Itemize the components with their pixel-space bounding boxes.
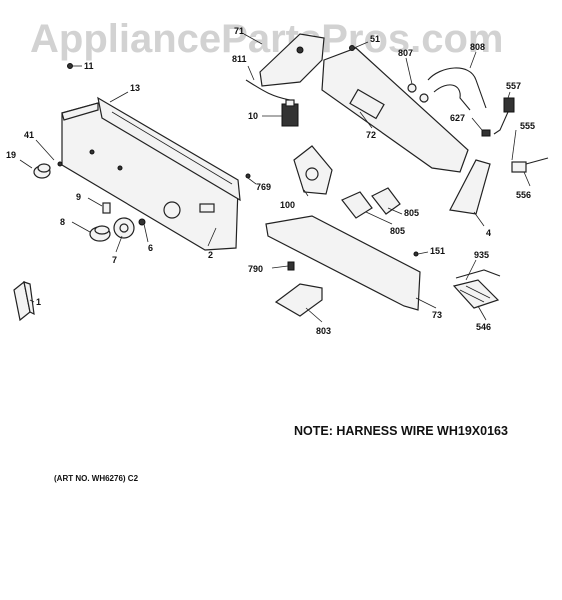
- callout-769: 769: [256, 182, 271, 192]
- part-807-808-hoses: [407, 67, 487, 111]
- callout-4: 4: [486, 228, 491, 238]
- callout-6: 6: [148, 243, 153, 253]
- part-811-hose: [245, 79, 291, 101]
- callout-2: 2: [208, 250, 213, 260]
- part-9-switch: [102, 202, 111, 214]
- callout-19: 19: [6, 150, 16, 160]
- watermark: AppliancePartsPros.com: [30, 17, 504, 61]
- callout-71: 71: [234, 26, 244, 36]
- part-627-clip: [481, 129, 491, 137]
- callout-8: 8: [60, 217, 65, 227]
- part-803-motor: [274, 283, 323, 317]
- callout-805-lower: 805: [390, 226, 405, 236]
- part-19-knob: [33, 163, 51, 179]
- part-71-bracket: [259, 33, 325, 87]
- callout-7: 7: [112, 255, 117, 265]
- part-41-insert: [57, 161, 63, 167]
- part-769-screw: [245, 173, 251, 179]
- art-number: (ART NO. WH6276) C2: [54, 474, 139, 483]
- callout-73: 73: [432, 310, 442, 320]
- callout-935: 935: [474, 250, 489, 260]
- callout-51: 51: [370, 34, 380, 44]
- part-73-support: [265, 215, 421, 311]
- callout-790: 790: [248, 264, 263, 274]
- part-805-water-valve: [341, 187, 401, 219]
- part-2-panel-back: [97, 96, 241, 202]
- part-790-clip: [287, 261, 295, 271]
- callout-labels: 71 51 807 808 11 811 13 557 10 627 555 4…: [6, 26, 535, 336]
- callout-151: 151: [430, 246, 445, 256]
- part-51-screw: [349, 45, 355, 51]
- callout-807: 807: [398, 48, 413, 58]
- leader-lines: [19, 33, 531, 323]
- callout-811: 811: [232, 54, 247, 64]
- callout-555: 555: [520, 121, 535, 131]
- callout-72: 72: [366, 130, 376, 140]
- callout-627: 627: [450, 113, 465, 123]
- callout-808: 808: [470, 42, 485, 52]
- part-151-screw: [413, 251, 419, 257]
- callout-11: 11: [84, 61, 94, 71]
- part-10-pressure-switch: [281, 99, 299, 127]
- part-72-backsplash: [321, 47, 469, 173]
- callout-805-upper: 805: [404, 208, 419, 218]
- harness-note: NOTE: HARNESS WIRE WH19X0163: [294, 424, 508, 438]
- part-8-knob: [89, 225, 111, 242]
- part-1-manual: [13, 280, 35, 322]
- callout-41: 41: [24, 130, 34, 140]
- callout-556: 556: [516, 190, 531, 200]
- part-935-546-harness: [452, 269, 501, 309]
- callout-10: 10: [248, 111, 258, 121]
- callout-1: 1: [36, 297, 41, 307]
- part-7-timer: [113, 217, 135, 239]
- part-11-screw: [67, 63, 73, 69]
- part-6-clip: [138, 218, 146, 226]
- callout-9: 9: [76, 192, 81, 202]
- part-100-valve-assembly: [293, 145, 333, 195]
- callout-803: 803: [316, 326, 331, 336]
- callout-557: 557: [506, 81, 521, 91]
- callout-100: 100: [280, 200, 295, 210]
- callout-546: 546: [476, 322, 491, 332]
- part-13-control-panel: [61, 102, 239, 251]
- part-555-556-cord: [511, 157, 549, 173]
- part-557-sensor: [493, 97, 515, 135]
- callout-13: 13: [130, 83, 140, 93]
- part-4-bracket: [449, 159, 491, 215]
